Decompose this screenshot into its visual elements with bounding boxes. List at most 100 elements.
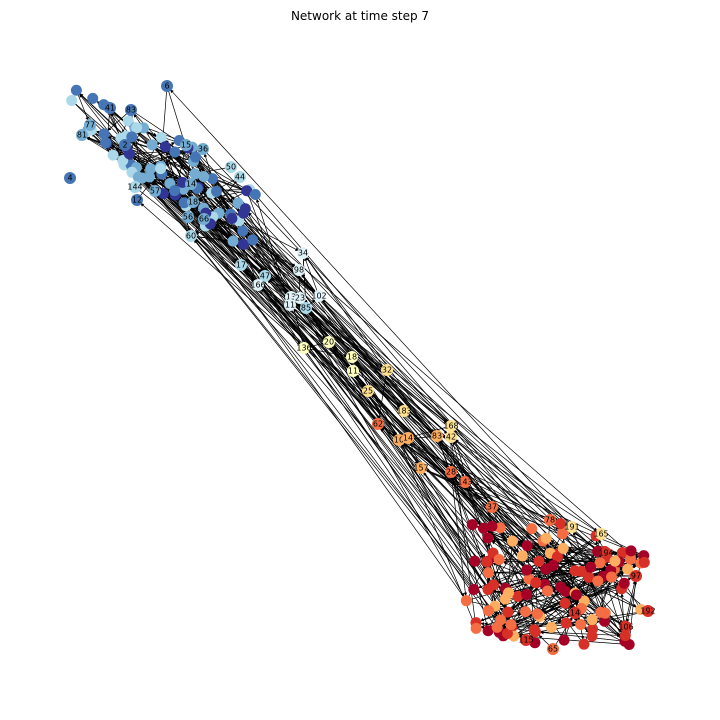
- graph-node-115: 115: [518, 634, 534, 646]
- graph-node: [486, 520, 498, 532]
- node-circle: [197, 143, 209, 155]
- graph-node-11: 11: [284, 299, 296, 311]
- graph-node-144: 144: [127, 181, 143, 193]
- edge: [454, 439, 602, 535]
- graph-node: [533, 555, 545, 567]
- graph-node: [555, 581, 567, 593]
- edge: [198, 160, 530, 580]
- node-label: 36: [198, 145, 208, 154]
- edge: [126, 147, 251, 194]
- edge: [201, 190, 567, 624]
- graph-node: [506, 535, 518, 547]
- node-label: 11: [285, 301, 295, 310]
- node-circle: [64, 172, 76, 184]
- graph-node-37: 37: [486, 501, 498, 513]
- graph-node-66: 66: [198, 213, 210, 225]
- node-circle: [431, 430, 443, 442]
- node-label: 62: [373, 420, 383, 429]
- node-circle: [294, 292, 306, 304]
- node-label: 56: [183, 213, 193, 222]
- node-label: 81: [77, 131, 87, 140]
- node-circle: [297, 247, 309, 259]
- graph-node-165: 165: [593, 528, 609, 540]
- node-circle: [323, 336, 335, 348]
- graph-node-4: 4: [64, 172, 76, 184]
- node-label: 50: [226, 163, 236, 172]
- node-circle: [459, 476, 471, 488]
- graph-node: [491, 621, 503, 633]
- graph-node: [545, 621, 557, 633]
- graph-node: [189, 168, 201, 180]
- graph-node: [70, 84, 82, 96]
- node-circle: [84, 119, 96, 131]
- node-circle: [119, 139, 131, 151]
- graph-node-14: 14: [402, 432, 414, 444]
- node-label: 106: [618, 623, 633, 632]
- graph-node: [516, 550, 528, 562]
- edge: [290, 296, 397, 437]
- node-circle: [185, 178, 197, 190]
- edge: [140, 203, 409, 439]
- node-circle: [125, 104, 137, 116]
- edge: [163, 141, 508, 634]
- node-label: 11: [348, 367, 358, 376]
- edge: [624, 580, 636, 627]
- node-label: 157: [413, 464, 428, 473]
- graph-node: [126, 131, 138, 143]
- node-circle: [129, 181, 141, 193]
- graph-node: [169, 146, 181, 158]
- graph-node: [146, 139, 158, 151]
- node-label: 4: [67, 174, 72, 183]
- graph-node-183: 183: [396, 405, 412, 417]
- node-circle: [445, 420, 457, 432]
- edge: [268, 279, 554, 566]
- edge: [302, 301, 379, 425]
- graph-node: [482, 567, 494, 579]
- graph-node: [605, 571, 617, 583]
- graph-node-23: 23: [294, 292, 306, 304]
- graph-node-83: 83: [125, 104, 137, 116]
- graph-node: [159, 141, 171, 153]
- graph-node-2: 2: [119, 139, 131, 151]
- node-circle: [235, 259, 247, 271]
- graph-node: [609, 555, 621, 567]
- edge: [453, 429, 602, 613]
- graph-node: [618, 577, 630, 589]
- graph-node: [477, 522, 489, 534]
- node-circle: [600, 547, 612, 559]
- graph-node: [578, 638, 590, 650]
- graph-node: [526, 523, 538, 535]
- node-label: 37: [487, 503, 497, 512]
- graph-node: [107, 149, 119, 161]
- graph-node: [155, 163, 167, 175]
- graph-node: [482, 584, 494, 596]
- edge: [294, 300, 558, 555]
- graph-node-106: 106: [618, 621, 634, 633]
- edge: [453, 475, 565, 641]
- edge: [450, 436, 465, 478]
- node-label: 14: [186, 180, 196, 189]
- node-label: 6: [164, 82, 169, 91]
- graph-node-18: 18: [346, 351, 358, 363]
- node-label: 165: [593, 530, 608, 539]
- node-label: 143: [457, 478, 472, 487]
- edge: [183, 202, 396, 437]
- graph-node: [482, 625, 494, 637]
- node-circle: [284, 299, 296, 311]
- node-circle: [104, 102, 116, 114]
- node-label: 12: [132, 196, 142, 205]
- graph-node-62: 62: [372, 418, 384, 430]
- edge: [234, 217, 598, 552]
- graph-node: [554, 518, 566, 530]
- graph-node-78: 78: [544, 514, 556, 526]
- edge: [257, 284, 536, 558]
- edge: [170, 89, 573, 528]
- graph-node: [198, 171, 210, 183]
- graph-node-136: 136: [296, 342, 312, 354]
- edge: [305, 307, 645, 608]
- edge: [139, 171, 501, 621]
- graph-node-17: 17: [235, 259, 247, 271]
- graph-node-83: 83: [431, 430, 443, 442]
- graph-node: [625, 545, 637, 557]
- node-circle: [372, 418, 384, 430]
